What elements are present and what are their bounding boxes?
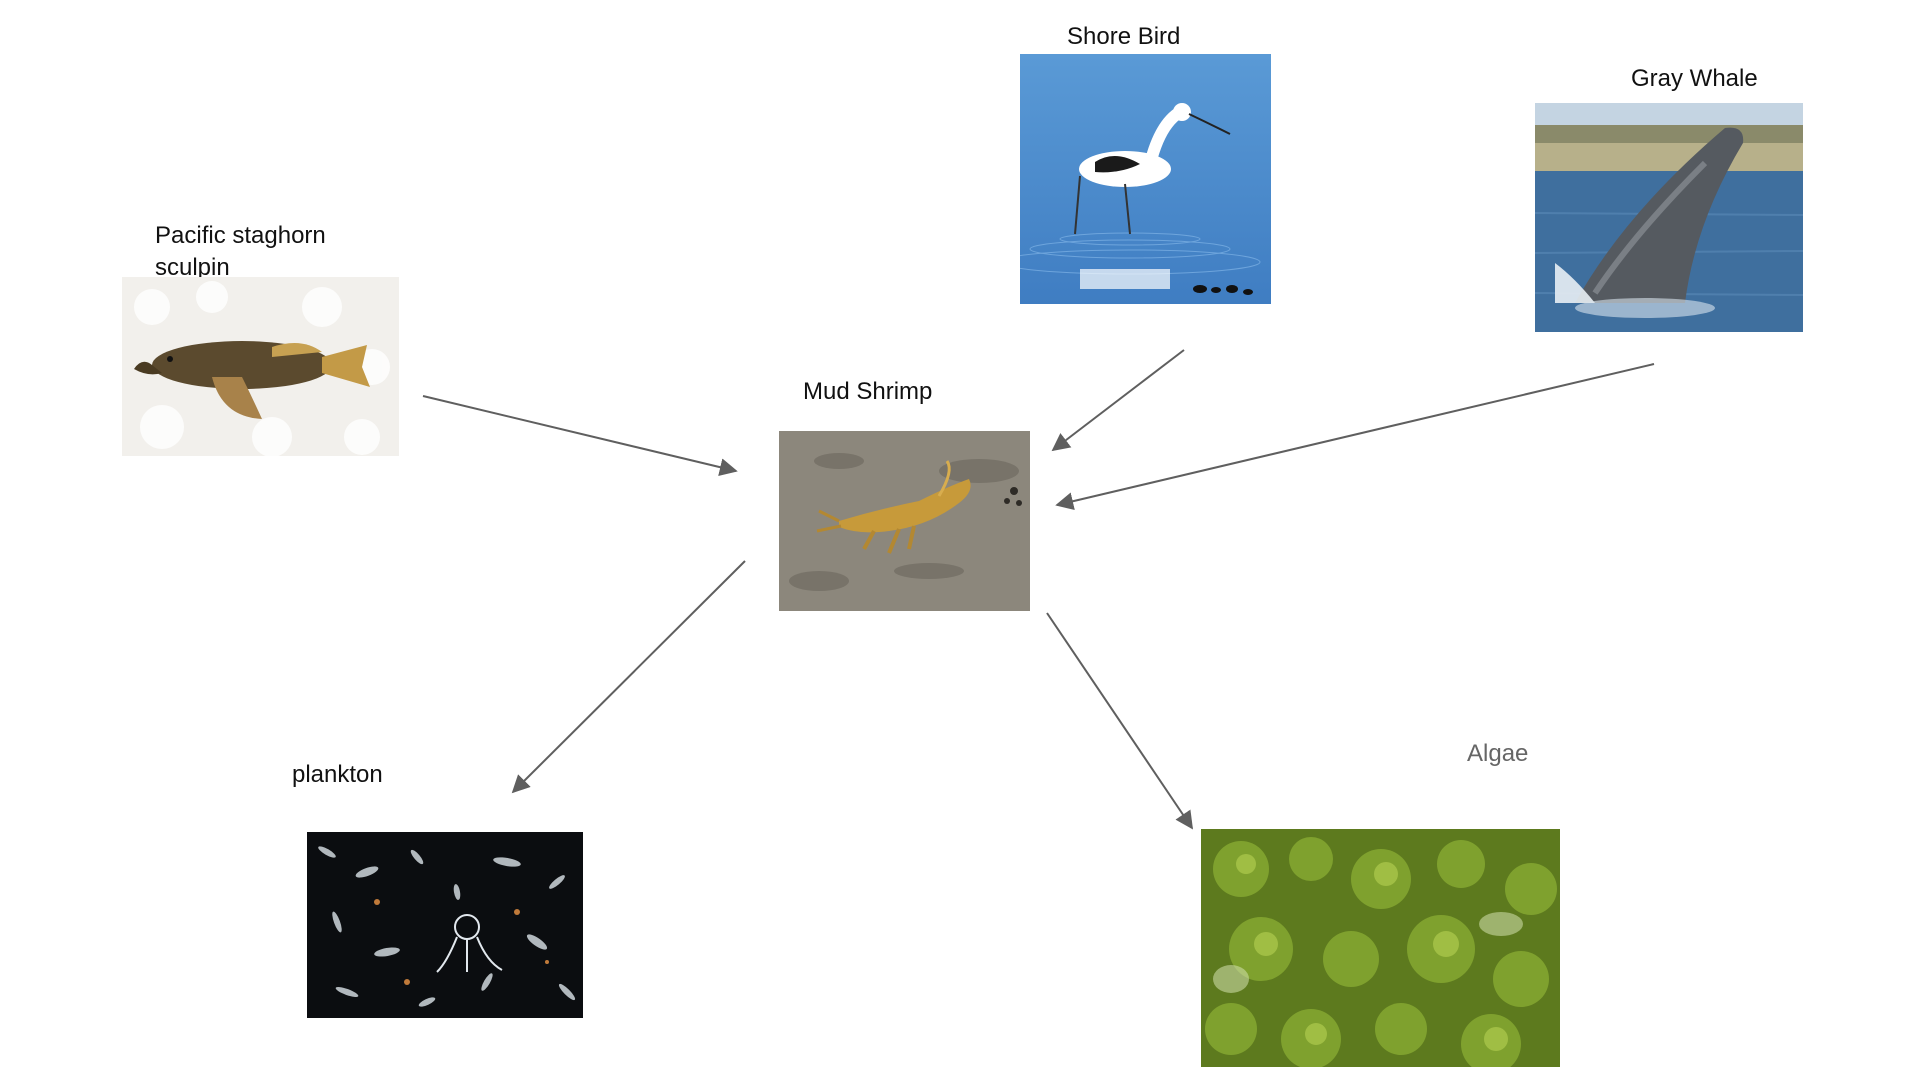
arrow-shrimp-to-algae <box>1046 612 1194 830</box>
shorebird-label: Shore Bird <box>1067 23 1181 50</box>
shrimp-label: Mud Shrimp <box>803 378 933 405</box>
algae-image <box>1201 829 1560 1067</box>
shorebird-image <box>1020 54 1271 304</box>
algae-label: Algae <box>1467 740 1529 767</box>
plankton-label: plankton <box>292 761 383 788</box>
plankton-image <box>307 832 583 1018</box>
whale-image <box>1535 103 1803 332</box>
arrow-shrimp-to-plankton <box>511 560 746 794</box>
sculpin-label: Pacific staghorn sculpin <box>155 222 326 281</box>
arrow-shorebird-to-shrimp <box>1051 349 1185 452</box>
shrimp-image <box>779 431 1030 611</box>
arrow-whale-to-shrimp <box>1055 363 1655 511</box>
whale-label: Gray Whale <box>1631 65 1758 92</box>
sculpin-image <box>122 277 399 456</box>
arrow-sculpin-to-shrimp <box>422 395 738 476</box>
